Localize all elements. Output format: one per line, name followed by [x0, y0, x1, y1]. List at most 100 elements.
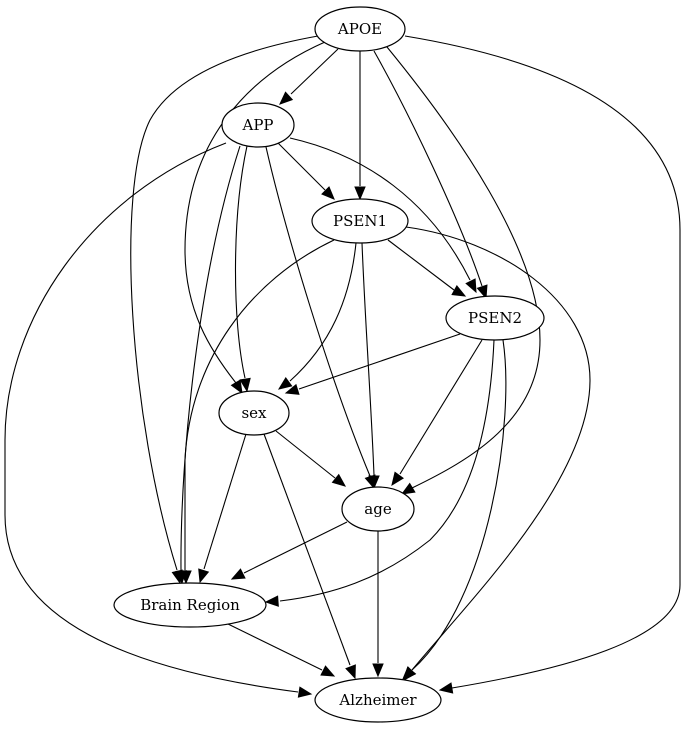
edge-line [275, 430, 336, 479]
arrowhead [368, 475, 380, 490]
edge-line [263, 433, 351, 666]
node-label: APP [241, 116, 273, 134]
edge-psen2-to-age [391, 339, 483, 487]
arrowhead [465, 278, 477, 294]
edge-line [373, 50, 483, 287]
edge-apoe-to-psen2 [373, 50, 488, 300]
node-label: Brain Region [140, 596, 240, 614]
node-label: sex [241, 404, 267, 422]
edge-psen1-to-age [361, 242, 380, 490]
edge-line [290, 48, 339, 95]
edge-app-to-psen2 [289, 137, 477, 294]
edge-app-to-age [265, 146, 376, 490]
edge-apoe-to-alzheimer [404, 35, 681, 694]
edge-apoe-to-psen1 [354, 51, 366, 201]
arrowhead [391, 471, 405, 487]
edge-sex-to-alzheimer [263, 433, 356, 680]
node-ellipse [311, 198, 409, 244]
node-label: APOE [337, 20, 382, 38]
edge-sex-to-brainregion [198, 433, 247, 584]
node-app: APP [221, 102, 295, 148]
edge-line [289, 137, 471, 281]
arrowhead [264, 595, 279, 607]
node-sex: sex [218, 390, 290, 436]
edge-line [130, 35, 319, 571]
edge-psen2-to-sex [284, 333, 461, 395]
arrowhead [451, 284, 467, 297]
arrowhead [277, 376, 293, 390]
edge-app-to-alzheimer [4, 142, 313, 698]
edge-line [203, 433, 247, 570]
arrowhead [438, 682, 454, 694]
edge-sex-to-age [275, 430, 347, 487]
edge-layer [4, 35, 681, 698]
node-label: PSEN1 [333, 212, 387, 230]
edge-line [184, 239, 335, 570]
node-alzheimer: Alzheimer [314, 677, 442, 723]
node-ellipse [221, 102, 295, 148]
edge-line [361, 242, 375, 476]
arrowhead [354, 186, 366, 201]
node-label: Alzheimer [338, 691, 417, 709]
edge-line [227, 623, 323, 671]
node-brainregion: Brain Region [113, 582, 267, 628]
arrowhead [320, 665, 336, 677]
arrowhead [476, 284, 488, 300]
edge-apoe-to-age [386, 46, 541, 495]
edge-age-to-brainregion [230, 521, 348, 580]
edge-line [279, 339, 495, 602]
edge-line [243, 521, 348, 574]
node-label: PSEN2 [468, 309, 522, 327]
arrowhead [331, 473, 347, 487]
arrowhead [372, 663, 384, 678]
edge-age-to-alzheimer [372, 531, 384, 678]
edge-psen2-to-brainregion [264, 339, 495, 607]
arrowhead [239, 377, 251, 393]
edge-brainregion-to-alzheimer [227, 623, 336, 677]
edge-psen2-to-alzheimer [402, 339, 507, 680]
node-label: age [364, 500, 392, 518]
edge-line [404, 35, 681, 689]
edge-apoe-to-app [279, 48, 339, 105]
arrowhead [198, 568, 210, 584]
node-ellipse [218, 390, 290, 436]
node-ellipse [113, 582, 267, 628]
arrowhead [284, 383, 300, 395]
edge-line [387, 239, 455, 291]
arrowhead [400, 482, 416, 495]
edge-line [289, 242, 357, 382]
arrowhead [279, 91, 294, 105]
arrowhead [297, 686, 313, 698]
edge-app-to-psen1 [277, 142, 335, 200]
arrowhead [321, 186, 335, 200]
edge-line [277, 142, 326, 191]
edge-psen1-to-psen2 [387, 239, 467, 297]
edge-line [298, 333, 461, 390]
edge-apoe-to-sex [184, 41, 326, 395]
edge-line [184, 41, 326, 384]
arrowhead [230, 568, 246, 580]
node-ellipse [341, 486, 415, 532]
edge-line [180, 145, 241, 571]
edge-line [386, 46, 541, 489]
edge-psen1-to-brainregion [180, 239, 335, 585]
edge-line [411, 339, 507, 671]
node-ellipse [314, 6, 406, 52]
edge-line [234, 145, 248, 379]
node-age: age [341, 486, 415, 532]
node-ellipse [445, 295, 545, 341]
edge-line [405, 226, 591, 671]
arrowhead [345, 664, 356, 680]
node-ellipse [314, 677, 442, 723]
edge-line [399, 339, 483, 475]
arrowhead [230, 379, 243, 395]
edge-psen1-to-alzheimer [403, 226, 591, 682]
edge-app-to-sex [234, 145, 251, 393]
arrowhead [402, 666, 416, 680]
edge-line [4, 142, 299, 693]
arrowhead [180, 570, 192, 585]
node-apoe: APOE [314, 6, 406, 52]
node-psen2: PSEN2 [445, 295, 545, 341]
